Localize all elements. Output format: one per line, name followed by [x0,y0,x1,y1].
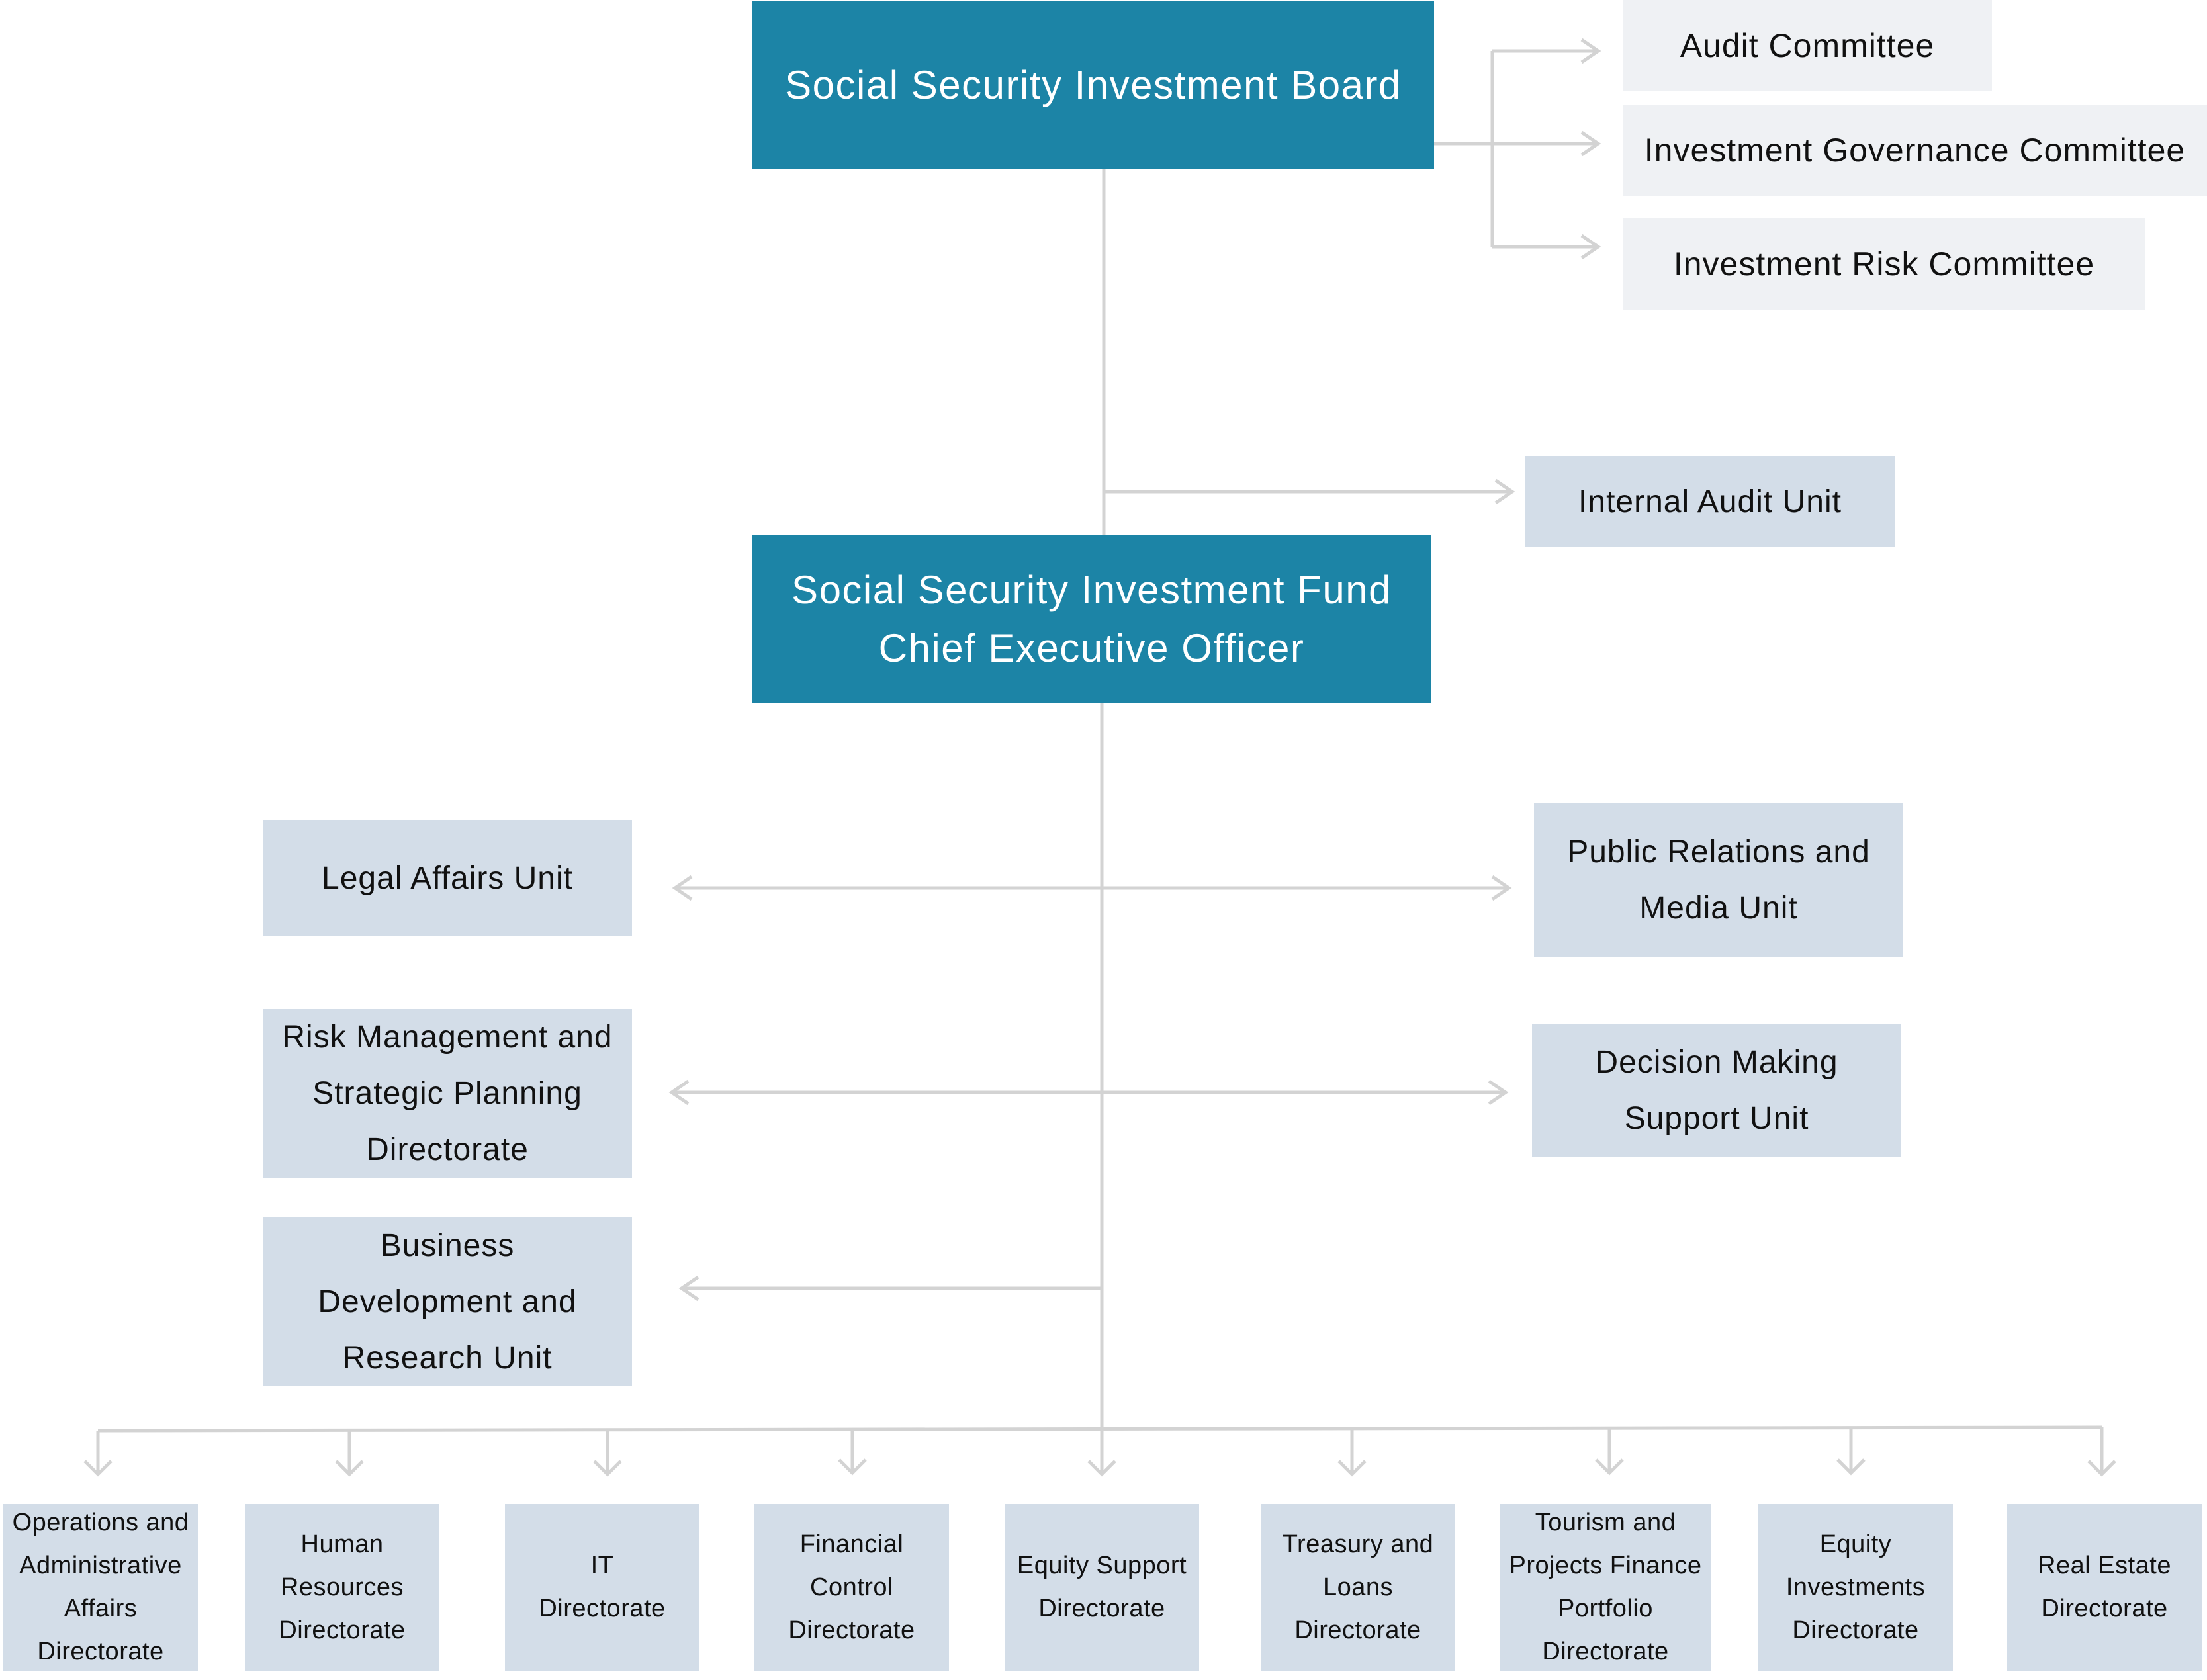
audit-committee-box[interactable]: Audit Committee [1623,0,1992,91]
ceo-box[interactable]: Social Security Investment Fund Chief Ex… [752,535,1431,703]
investment-board-box[interactable]: Social Security Investment Board [752,1,1434,169]
legal-affairs-unit-box[interactable]: Legal Affairs Unit [263,820,632,936]
committee-label: Investment Risk Committee [1673,245,2095,283]
investment-risk-committee-box[interactable]: Investment Risk Committee [1623,218,2145,310]
unit-label: Public Relations and Media Unit [1567,834,1870,926]
directorate-box[interactable]: Financial Control Directorate [754,1504,949,1671]
unit-label: Business Development and Research Unit [318,1228,577,1376]
investment-governance-committee-box[interactable]: Investment Governance Committee [1623,105,2207,196]
directorate-box[interactable]: Human Resources Directorate [245,1504,439,1671]
directorate-box[interactable]: IT Directorate [505,1504,699,1671]
internal-audit-unit-box[interactable]: Internal Audit Unit [1525,456,1895,547]
risk-management-directorate-box[interactable]: Risk Management and Strategic Planning D… [263,1009,632,1178]
unit-label: Risk Management and Strategic Planning D… [282,1020,613,1167]
directorate-label: Treasury and Loans Directorate [1282,1530,1434,1644]
directorate-box[interactable]: Treasury and Loans Directorate [1261,1504,1455,1671]
directorate-box[interactable]: Tourism and Projects Finance Portfolio D… [1500,1504,1711,1671]
directorate-box[interactable]: Operations and Administrative Affairs Di… [3,1504,198,1671]
directorate-box[interactable]: Equity Investments Directorate [1758,1504,1953,1671]
directorate-label: Real Estate Directorate [2038,1552,2171,1622]
ceo-title: Social Security Investment Fund Chief Ex… [791,567,1392,670]
directorate-box[interactable]: Equity Support Directorate [1005,1504,1199,1671]
directorate-box[interactable]: Real Estate Directorate [2007,1504,2202,1671]
directorate-label: Equity Investments Directorate [1785,1530,1926,1644]
business-development-unit-box[interactable]: Business Development and Research Unit [263,1217,632,1386]
directorate-label: Tourism and Projects Finance Portfolio D… [1509,1509,1702,1665]
directorate-label: Operations and Administrative Affairs Di… [12,1509,189,1665]
unit-label: Internal Audit Unit [1578,484,1842,519]
directorate-label: IT Directorate [539,1552,666,1622]
committee-label: Investment Governance Committee [1644,132,2186,169]
public-relations-unit-box[interactable]: Public Relations and Media Unit [1534,803,1903,957]
directorate-label: Human Resources Directorate [279,1530,406,1644]
directorate-label: Equity Support Directorate [1016,1552,1187,1622]
decision-making-support-unit-box[interactable]: Decision Making Support Unit [1532,1024,1901,1157]
unit-label: Decision Making Support Unit [1595,1045,1838,1136]
directorate-label: Financial Control Directorate [788,1530,915,1644]
committee-label: Audit Committee [1680,27,1935,64]
unit-label: Legal Affairs Unit [322,861,573,896]
investment-board-title: Social Security Investment Board [785,62,1402,107]
